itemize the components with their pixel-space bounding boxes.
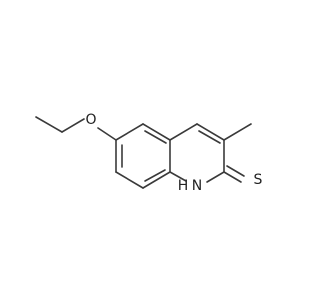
bond-c2-n1 bbox=[206, 171, 225, 183]
bond-double-c4-c3 bbox=[198, 130, 221, 144]
nitrogen-label: N bbox=[192, 178, 202, 194]
bond-c2-s-a bbox=[223, 171, 242, 183]
bond-c4a-c4 bbox=[169, 123, 198, 141]
nitrogen-h-label: H bbox=[178, 178, 189, 194]
bond-ethyl-ch2 bbox=[61, 118, 85, 133]
bond-c8-c7 bbox=[115, 171, 144, 189]
bond-c5-c4a bbox=[142, 123, 171, 141]
bond-c2-s-b bbox=[226, 165, 245, 177]
bond-c3-methyl bbox=[223, 123, 252, 141]
structure-canvas: O N H S bbox=[35, 112, 263, 194]
structure-svg: O N H S bbox=[35, 112, 263, 194]
bond-c4-c3 bbox=[196, 123, 225, 141]
bond-o-aryl bbox=[97, 127, 117, 141]
bond-ethyl-ch3 bbox=[35, 116, 63, 133]
bond-c8a-c8 bbox=[142, 171, 171, 189]
bond-c6-c5 bbox=[115, 123, 144, 141]
oxygen-label: O bbox=[85, 112, 96, 128]
sulfur-label: S bbox=[254, 172, 263, 188]
bond-double-c8a-c8 bbox=[144, 169, 166, 182]
bond-n1-c8a bbox=[169, 171, 187, 182]
bond-double-c5-c4a bbox=[144, 130, 167, 144]
